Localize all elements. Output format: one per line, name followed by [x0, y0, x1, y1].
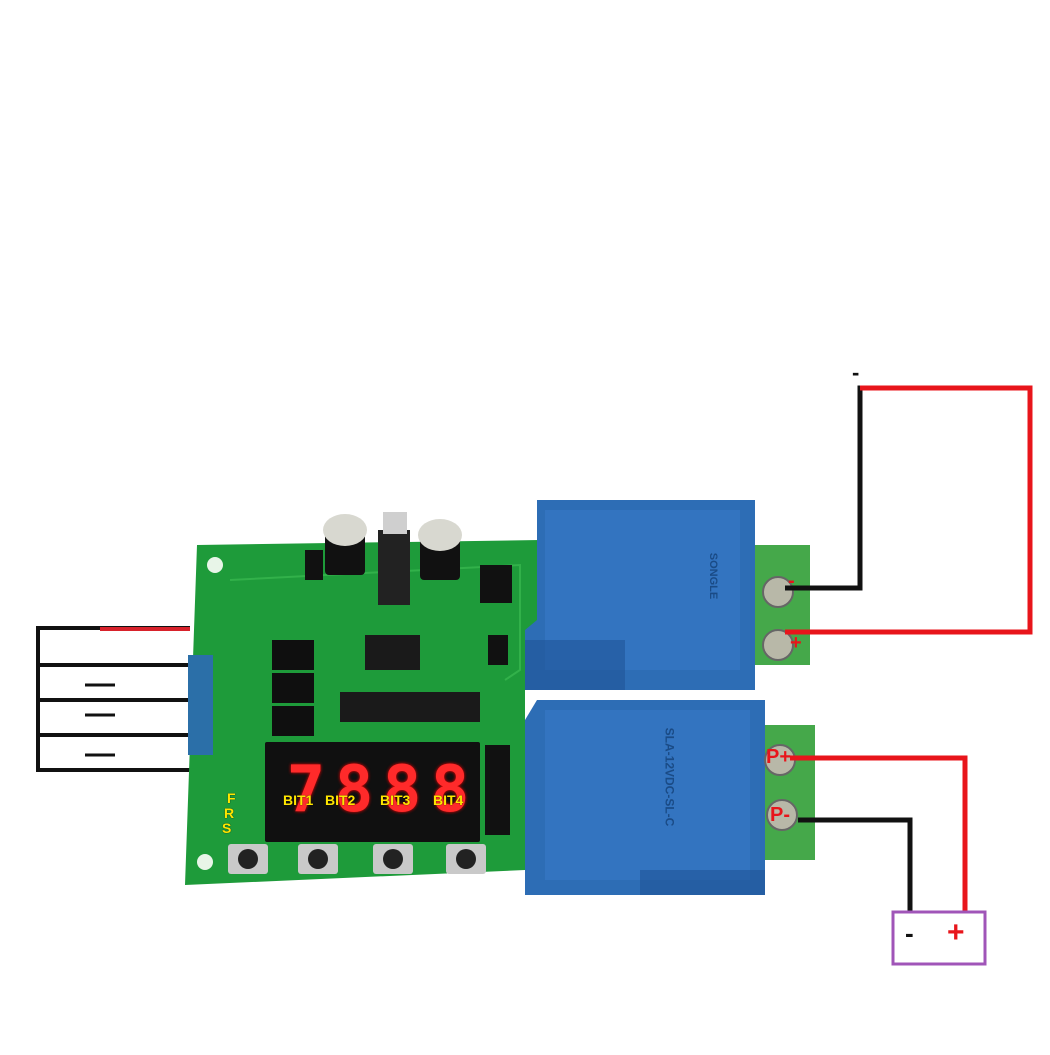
bit4-label: BIT4 [433, 792, 464, 808]
left-wires [36, 626, 190, 772]
push-buttons [228, 844, 486, 874]
terminal-p-plus-label: P+ [766, 746, 792, 768]
led-display [265, 742, 480, 842]
left-connector [188, 655, 213, 755]
terminal-side-label: H+ [770, 687, 785, 703]
terminal-minus-label: - [788, 570, 795, 592]
display-digit-2: 8 [334, 753, 374, 827]
wire-minus-label: - [852, 360, 860, 385]
relay-brand: SONGLE [707, 552, 720, 600]
indicator-label-f: F [227, 790, 236, 806]
right-wires [785, 385, 1033, 912]
indicator-label-r: R [224, 805, 235, 821]
relay-top [525, 500, 755, 690]
chips [272, 635, 510, 835]
bit1-label: BIT1 [283, 792, 314, 808]
bit3-label: BIT3 [380, 792, 411, 808]
button-label-ok: OK [460, 880, 475, 891]
terminal-plus-label: + [790, 632, 802, 654]
battery-minus-label: - [905, 918, 914, 948]
button-label-plus: ++ [312, 880, 324, 891]
relay-bottom-model: SLA-12VDC-SL-C [662, 727, 677, 827]
battery-box [891, 910, 987, 966]
top-components [305, 512, 512, 605]
bit2-label: BIT2 [325, 792, 356, 808]
display-digit-4: 8 [430, 753, 470, 827]
display-digit-1: 7 [286, 753, 326, 827]
terminal-blocks [755, 545, 815, 860]
button-label-minus: -- [388, 880, 395, 891]
battery-plus-label: + [947, 916, 965, 949]
terminal-p-minus-label: P- [770, 804, 790, 826]
relay-bottom [525, 700, 765, 895]
indicator-label-s: S [222, 820, 232, 836]
display-digit-3: 8 [382, 753, 422, 827]
